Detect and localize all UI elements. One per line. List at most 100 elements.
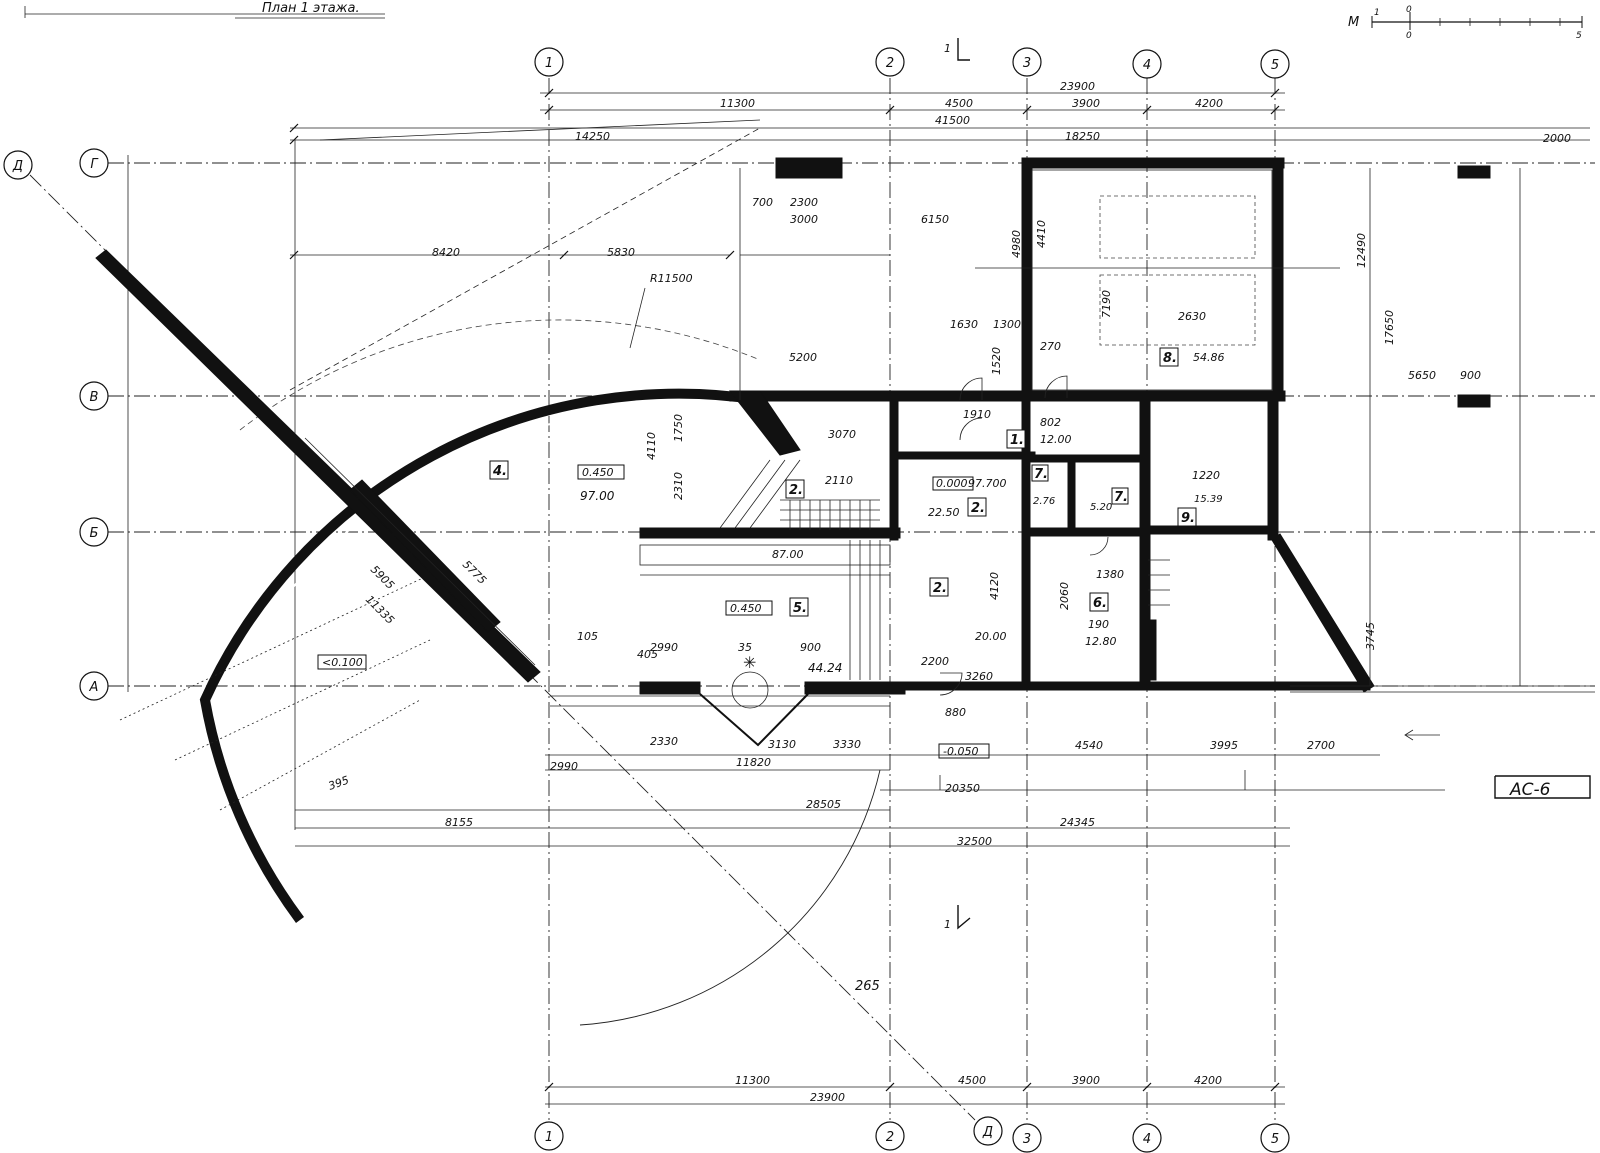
- room-number: 6.: [1093, 596, 1107, 611]
- scale-mark: 1: [1374, 8, 1380, 18]
- axis-label: 2: [886, 1130, 894, 1145]
- dim-label: 32500: [957, 835, 992, 848]
- section-mark-label: 1: [944, 42, 951, 55]
- room-number: 5.: [793, 601, 807, 616]
- axis-label: А: [89, 680, 99, 695]
- dim-label: 2700: [1307, 739, 1335, 752]
- dim-label: 880: [945, 706, 966, 719]
- building-walls: [639, 157, 1491, 695]
- dim-label: 4410: [1035, 220, 1048, 248]
- room-number: 2.: [971, 501, 985, 516]
- dim-label: 7190: [1100, 290, 1113, 318]
- room-7-a: 7. 2.76: [1031, 464, 1055, 507]
- axis-marker-2-bottom: 2: [875, 1121, 905, 1151]
- dim-label: 4500: [945, 97, 973, 110]
- axis-marker-3-bottom: 3: [1012, 1123, 1042, 1153]
- room-number: 2.: [933, 581, 947, 596]
- dim-label: 12490: [1355, 233, 1368, 268]
- dim-label: 2990: [650, 641, 678, 654]
- axis-label: Д: [982, 1125, 993, 1140]
- dim-label: 2630: [1178, 310, 1206, 323]
- dim-label: 4200: [1194, 1074, 1222, 1087]
- dim-label: 35: [738, 641, 752, 654]
- room-number: 2.: [789, 483, 803, 498]
- dim-label: 2990: [550, 760, 578, 773]
- scale-label: М: [1348, 15, 1359, 30]
- axis-marker-3: 3: [1012, 47, 1042, 77]
- level-mark: -0.050: [943, 745, 978, 758]
- dim-label: 24345: [1060, 816, 1095, 829]
- dim-label: 5775: [460, 558, 489, 587]
- room-level: 0.450: [582, 466, 614, 479]
- level-mark: 97.700: [968, 477, 1007, 490]
- dim-label: 20350: [945, 782, 980, 795]
- room-8: 8. 54.86: [1159, 347, 1225, 367]
- axis-marker-b: Б: [79, 517, 109, 547]
- scale-mark: 0: [1406, 31, 1412, 41]
- dim-label: 2330: [650, 735, 678, 748]
- level-marks: 0.000 -0.050 <0.100 97.700 87.00: [317, 476, 1007, 759]
- axis-marker-5: 5: [1260, 49, 1290, 79]
- axis-label: 3: [1023, 56, 1031, 71]
- room-2-b: 2. 20.00: [929, 577, 1007, 643]
- dim-label: 3130: [768, 738, 796, 751]
- dim-label: 2110: [825, 474, 853, 487]
- dim-label: 3995: [1210, 739, 1238, 752]
- room-area: 5.20: [1090, 502, 1112, 513]
- dim-label: 8420: [432, 246, 460, 259]
- bottom-dimensions: 11300 4500 3900 4200 23900: [544, 1074, 1285, 1105]
- radius-label: R11500: [650, 272, 693, 285]
- dim-label: 900: [1460, 369, 1481, 382]
- axis-label: 1: [545, 56, 553, 71]
- dim-label: 3900: [1072, 1074, 1100, 1087]
- axis-marker-v: В: [79, 381, 109, 411]
- axis-label: 2: [886, 56, 894, 71]
- axis-label: Г: [90, 157, 99, 172]
- room-7-b: 7. 5.20: [1090, 487, 1129, 513]
- axis-label: 3: [1023, 1132, 1031, 1147]
- dim-label: 2200: [921, 655, 949, 668]
- axis-marker-d-top: Д: [3, 150, 33, 180]
- dim-label: 700: [752, 196, 773, 209]
- dim-label: 3745: [1364, 622, 1377, 650]
- dim-label: 4500: [958, 1074, 986, 1087]
- room-number: 1.: [1010, 433, 1024, 448]
- dim-label: 1520: [990, 347, 1003, 375]
- axis-label: 5: [1271, 1132, 1279, 1147]
- level-mark: 0.000: [936, 477, 968, 490]
- section-mark-label: 1: [944, 918, 951, 931]
- axis-marker-a: А: [79, 671, 109, 701]
- axis-marker-2: 2: [875, 47, 905, 77]
- dim-label: 11820: [736, 756, 771, 769]
- dim-label: 2300: [790, 196, 818, 209]
- room-2-stair: 2.: [785, 479, 805, 499]
- dim-label: 1220: [1192, 469, 1220, 482]
- title-block: План 1 этажа.: [24, 1, 385, 19]
- axis-label: 4: [1143, 1132, 1151, 1147]
- axis-marker-1: 1: [534, 47, 564, 77]
- room-area: 12.80: [1085, 635, 1117, 648]
- room-area: 12.00: [1040, 433, 1072, 446]
- dim-label: 2310: [672, 472, 685, 500]
- dim-label: 8155: [445, 816, 473, 829]
- stairs: [719, 459, 1170, 680]
- room-area: 2.76: [1033, 496, 1055, 507]
- scale-bar: М 1 0 0 5: [1348, 5, 1583, 41]
- dim-label: 1750: [672, 414, 685, 442]
- room-number: 9.: [1181, 511, 1195, 526]
- room-area: 44.24: [808, 661, 842, 675]
- sheet-code: АС-6: [1509, 780, 1551, 800]
- dim-label: 900: [800, 641, 821, 654]
- dim-label: 405: [637, 648, 658, 661]
- diagonal-wall: [95, 249, 541, 683]
- doors: [939, 375, 1109, 696]
- dim-label: 1630: [950, 318, 978, 331]
- dim-label: 4110: [645, 432, 658, 460]
- dim-label: 3070: [828, 428, 856, 441]
- angle-label: 265: [855, 979, 880, 994]
- dim-label: 6150: [921, 213, 949, 226]
- room-area: 15.39: [1194, 494, 1223, 505]
- interior-lines: [289, 119, 1595, 707]
- dim-label: 5650: [1408, 369, 1436, 382]
